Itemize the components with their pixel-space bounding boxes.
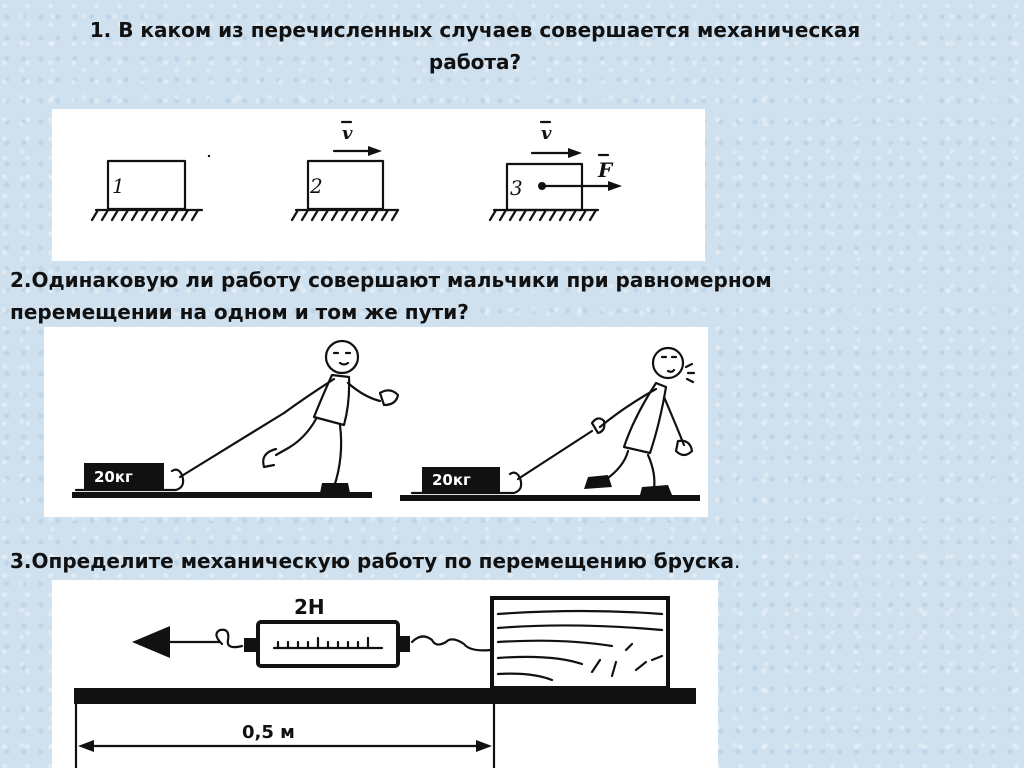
figure-blocks: 1 2 v 3 v F [52,109,705,261]
block-1-label: 1 [112,174,125,198]
pull-arrow-icon [132,626,170,658]
velocity-label-3: v [541,123,552,144]
force-value-label: 2Н [294,595,325,619]
block-3-diagram: 3 v F [488,120,622,222]
velocity-arrow-icon [568,148,582,158]
question-3: 3.Определите механическую работу по пере… [10,545,740,577]
question-2: 2.Одинаковую ли работу совершают мальчик… [10,264,910,328]
question-2-line-2: перемещении на одном и том же пути? [10,300,469,324]
block-1-diagram: 1 [90,154,211,222]
boy-right [584,346,696,495]
question-1: 1. В каком из перечисленных случаев сове… [40,14,910,78]
ground-left [72,492,372,498]
force-arrow-icon [608,181,622,191]
force-label: F [597,158,614,182]
weight-left-label: 20кг [94,468,133,486]
boy-left [262,339,400,493]
velocity-label-2: v [342,123,353,144]
wooden-block [490,596,670,690]
ground-bar [74,688,696,704]
question-1-line-2: работа? [428,50,522,74]
distance-label: 0,5 м [242,722,295,743]
weight-right-label: 20кг [432,471,471,489]
dimension-arrow-left-icon [78,740,94,752]
figure-boys-pulling: 20кг 20кг [44,327,708,517]
weight-right [422,467,500,492]
velocity-arrow-icon [368,146,382,156]
sled-right: 20кг [410,429,594,495]
block-3-label: 3 [510,176,523,200]
dynamometer: 2Н [132,595,494,668]
distance-marker: 0,5 м [74,702,496,768]
question-3-period: . [733,549,741,573]
ground-right [400,495,700,501]
question-2-line-1: 2.Одинаковую ли работу совершают мальчик… [10,268,772,292]
block-2-diagram: 2 v [290,120,400,222]
sled-left: 20кг [74,411,286,492]
figure-dynamometer: 2Н 0,5 м [52,580,718,768]
question-3-text: 3.Определите механическую работу по пере… [10,549,734,573]
weight-left [84,463,164,489]
question-1-line-1: 1. В каком из перечисленных случаев сове… [89,18,861,42]
dimension-arrow-right-icon [476,740,492,752]
block-2-label: 2 [309,174,323,198]
